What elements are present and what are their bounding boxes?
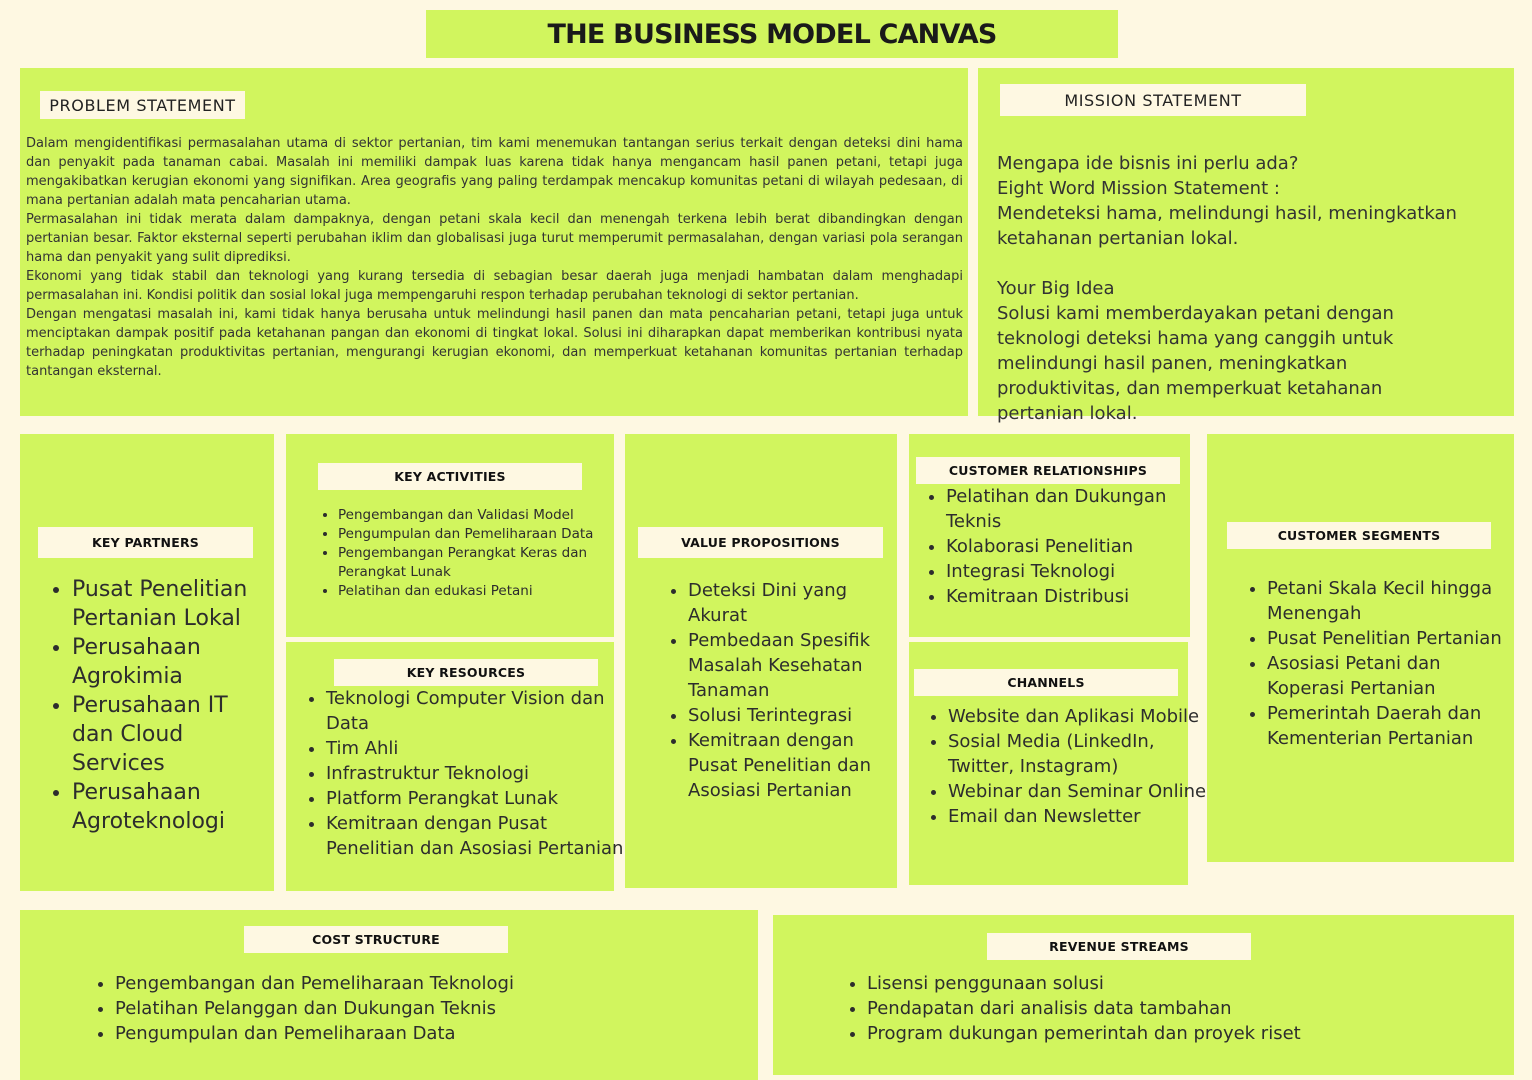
list-item: Pengembangan dan Validasi Model: [338, 506, 628, 525]
list-item: Kemitraan dengan Pusat Penelitian dan As…: [326, 811, 631, 861]
list-item: Solusi Terintegrasi: [688, 703, 888, 728]
revenue-streams-list: Lisensi penggunaan solusi Pendapatan dar…: [847, 971, 1507, 1046]
customer-segments-panel: [1207, 434, 1514, 862]
list-item: Pelatihan Pelanggan dan Dukungan Teknis: [115, 996, 735, 1021]
channels-label: CHANNELS: [914, 669, 1178, 696]
list-item: Perusahaan Agrokimia: [72, 633, 272, 691]
problem-paragraph: Ekonomi yang tidak stabil dan teknologi …: [26, 269, 963, 303]
list-item: Pengembangan dan Pemeliharaan Teknologi: [115, 971, 735, 996]
customer-segments-label: CUSTOMER SEGMENTS: [1227, 522, 1491, 549]
key-resources-label: KEY RESOURCES: [334, 659, 598, 686]
list-item: Tim Ahli: [326, 736, 631, 761]
list-item: Petani Skala Kecil hingga Menengah: [1267, 576, 1512, 626]
value-propositions-panel: [625, 434, 897, 888]
list-item: Pengembangan Perangkat Keras dan Perangk…: [338, 544, 628, 582]
key-partners-list: Pusat Penelitian Pertanian Lokal Perusah…: [52, 575, 272, 836]
key-activities-label: KEY ACTIVITIES: [318, 463, 582, 490]
channels-list: Website dan Aplikasi Mobile Sosial Media…: [928, 704, 1213, 829]
value-propositions-list: Deteksi Dini yang Akurat Pembedaan Spesi…: [668, 578, 888, 803]
problem-paragraph: Dengan mengatasi masalah ini, kami tidak…: [26, 307, 963, 379]
problem-paragraph: Dalam mengidentifikasi permasalahan utam…: [26, 136, 963, 208]
cost-structure-list: Pengembangan dan Pemeliharaan Teknologi …: [95, 971, 735, 1046]
big-idea-label: Your Big Idea: [997, 278, 1115, 299]
eight-word-label: Eight Word Mission Statement :: [997, 178, 1280, 199]
list-item: Infrastruktur Teknologi: [326, 761, 631, 786]
key-resources-list: Teknologi Computer Vision dan Data Tim A…: [306, 686, 631, 861]
page-title: THE BUSINESS MODEL CANVAS: [426, 10, 1118, 58]
list-item: Integrasi Teknologi: [946, 559, 1208, 584]
list-item: Website dan Aplikasi Mobile: [948, 704, 1213, 729]
list-item: Pelatihan dan edukasi Petani: [338, 582, 628, 601]
mission-statement-label: MISSION STATEMENT: [1000, 84, 1306, 116]
list-item: Pembedaan Spesifik Masalah Kesehatan Tan…: [688, 628, 888, 703]
cost-structure-label: COST STRUCTURE: [244, 926, 508, 953]
list-item: Pusat Penelitian Pertanian Lokal: [72, 575, 272, 633]
value-propositions-label: VALUE PROPOSITIONS: [638, 527, 883, 558]
problem-statement-text: Dalam mengidentifikasi permasalahan utam…: [26, 134, 963, 381]
list-item: Perusahaan Agroteknologi: [72, 778, 272, 836]
customer-relationships-list: Pelatihan dan Dukungan Teknis Kolaborasi…: [926, 484, 1208, 609]
list-item: Program dukungan pemerintah dan proyek r…: [867, 1021, 1507, 1046]
list-item: Platform Perangkat Lunak: [326, 786, 631, 811]
mission-statement-panel: [978, 68, 1514, 416]
list-item: Kemitraan dengan Pusat Penelitian dan As…: [688, 728, 888, 803]
list-item: Deteksi Dini yang Akurat: [688, 578, 888, 628]
key-partners-panel: [20, 434, 274, 891]
list-item: Pengumpulan dan Pemeliharaan Data: [338, 525, 628, 544]
list-item: Pendapatan dari analisis data tambahan: [867, 996, 1507, 1021]
list-item: Lisensi penggunaan solusi: [867, 971, 1507, 996]
customer-relationships-label: CUSTOMER RELATIONSHIPS: [916, 457, 1180, 484]
eight-word-statement: Mendeteksi hama, melindungi hasil, menin…: [997, 203, 1457, 249]
list-item: Sosial Media (LinkedIn, Twitter, Instagr…: [948, 729, 1213, 779]
list-item: Teknologi Computer Vision dan Data: [326, 686, 631, 736]
mission-question: Mengapa ide bisnis ini perlu ada?: [997, 153, 1299, 174]
customer-segments-list: Petani Skala Kecil hingga Menengah Pusat…: [1247, 576, 1512, 751]
list-item: Email dan Newsletter: [948, 804, 1213, 829]
revenue-streams-label: REVENUE STREAMS: [987, 933, 1251, 960]
list-item: Webinar dan Seminar Online: [948, 779, 1213, 804]
list-item: Pusat Penelitian Pertanian: [1267, 626, 1512, 651]
problem-statement-label: PROBLEM STATEMENT: [40, 91, 245, 119]
list-item: Pemerintah Daerah dan Kementerian Pertan…: [1267, 701, 1512, 751]
mission-statement-text: Mengapa ide bisnis ini perlu ada? Eight …: [997, 151, 1467, 426]
big-idea-text: Solusi kami memberdayakan petani dengan …: [997, 303, 1394, 424]
problem-paragraph: Permasalahan ini tidak merata dalam damp…: [26, 212, 963, 265]
list-item: Asosiasi Petani dan Koperasi Pertanian: [1267, 651, 1512, 701]
list-item: Pengumpulan dan Pemeliharaan Data: [115, 1021, 735, 1046]
list-item: Pelatihan dan Dukungan Teknis: [946, 484, 1208, 534]
list-item: Kolaborasi Penelitian: [946, 534, 1208, 559]
key-activities-list: Pengembangan dan Validasi Model Pengumpu…: [318, 506, 628, 601]
problem-statement-panel: [20, 68, 968, 416]
list-item: Perusahaan IT dan Cloud Services: [72, 691, 272, 778]
key-partners-label: KEY PARTNERS: [38, 527, 253, 558]
list-item: Kemitraan Distribusi: [946, 584, 1208, 609]
